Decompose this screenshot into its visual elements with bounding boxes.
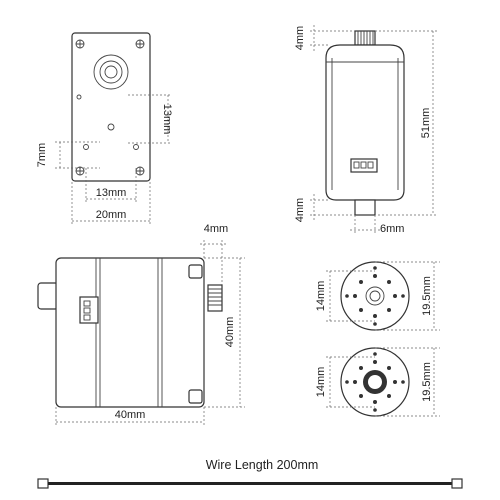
top-view-output-shaft [104,65,118,79]
dim-label-40mm-height: 40mm [224,317,236,348]
wire-connector-right [451,478,463,489]
top-view: 13mm 7mm 13mm 20mm [36,32,173,224]
dim-line-19-5mm-small [375,261,440,331]
dim-label-13mm-vertical: 13mm [161,104,173,135]
dim-label-4mm-top: 4mm [294,26,306,50]
front-view-output-shaft [207,284,223,312]
dim-label-40mm-width: 40mm [115,409,146,421]
wire: Wire Length 200mm [37,458,463,489]
dim-line-40mm-width [55,407,205,426]
dim-label-20mm: 20mm [96,209,127,221]
horn-small-hub: 14mm 19.5mm [315,261,440,331]
dim-line-4mm-bottom [310,194,355,221]
front-view-tab [188,389,203,404]
side-view-bottom-shaft [354,199,376,216]
dim-line-20mm [71,182,151,224]
dim-label-6mm: 6mm [380,223,404,235]
top-view-gear-outer [93,54,129,90]
horn-large-hub: 14mm 19.5mm [315,347,440,417]
dim-line-40mm-height [204,257,245,408]
dim-line-51mm [375,30,438,216]
front-view-body [55,257,205,408]
screw-icon [135,166,145,176]
screw-icon [75,39,85,49]
front-view-tab [188,264,203,279]
dim-label-51mm: 51mm [420,108,432,139]
dim-line-7mm [55,141,100,169]
dim-line-19-5mm-large [375,347,440,417]
dim-line-6mm [350,215,380,233]
side-view: 4mm 51mm 4mm 6mm [294,25,438,235]
top-view-hole [76,94,82,100]
dim-label-7mm: 7mm [36,143,48,167]
top-view-hole [83,144,89,150]
dim-label-13mm-horizontal: 13mm [96,187,127,199]
top-view-hole [133,144,139,150]
dim-label-4mm-front: 4mm [204,223,228,235]
dim-line-14mm-large [326,356,375,408]
dim-line-4mm-front [200,240,228,285]
wire-length-label: Wire Length 200mm [206,458,319,472]
dim-line-14mm-small [326,270,375,322]
dim-label-4mm-bottom: 4mm [294,198,306,222]
horn-disc [340,261,410,331]
dim-label-14mm-large: 14mm [315,367,327,398]
dim-line-13mm-vertical [128,94,172,144]
screw-icon [135,39,145,49]
dim-label-14mm-small: 14mm [315,281,327,312]
front-view: 4mm 40mm 40mm [37,223,245,426]
dim-line-4mm-top [310,25,355,51]
wire-connector-left [37,478,49,489]
dim-line-13mm-horizontal [85,168,137,202]
front-view-bushing [37,282,59,310]
dim-label-19-5mm-small: 19.5mm [421,276,433,316]
top-view-gear-inner [99,60,123,84]
top-view-body [71,32,151,182]
top-view-hole [107,123,115,131]
side-view-body [325,44,405,201]
front-view-connector [79,296,99,324]
dim-label-19-5mm-large: 19.5mm [421,362,433,402]
horn-hub [365,286,385,306]
